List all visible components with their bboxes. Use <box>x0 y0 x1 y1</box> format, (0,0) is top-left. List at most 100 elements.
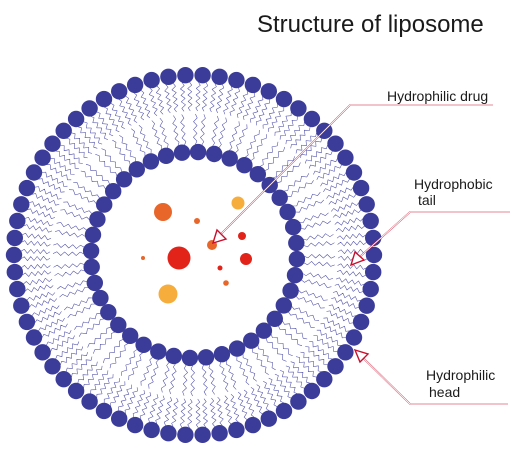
tail-inner <box>161 362 170 393</box>
head-outer <box>34 149 51 166</box>
head-outer <box>228 421 245 439</box>
tail-inner <box>250 134 267 161</box>
head-outer <box>244 76 262 94</box>
head-inner <box>89 211 106 228</box>
tail-outer <box>187 81 193 112</box>
tail-outer <box>21 240 51 247</box>
tail-outer <box>274 373 292 399</box>
tail-inner <box>193 113 198 146</box>
head-inner <box>110 316 127 334</box>
head-inner <box>83 258 100 276</box>
tail-outer <box>316 329 342 346</box>
tail-outer <box>201 82 209 112</box>
head-outer <box>337 149 354 166</box>
tail-outer <box>132 389 145 418</box>
tail-inner <box>298 212 329 223</box>
tail-outer <box>24 217 54 227</box>
tail-outer <box>124 387 138 414</box>
tail-outer <box>22 270 52 277</box>
tail-inner <box>78 318 105 337</box>
head-outer <box>6 263 23 281</box>
head-inner <box>181 349 199 367</box>
label-hydrophilic-head-line2: head <box>429 384 460 400</box>
tail-outer <box>46 164 72 181</box>
hydrophobic-tail-layer <box>20 81 368 429</box>
callout-hydrophobic-tail: Hydrophobic tail <box>349 176 510 267</box>
tail-inner <box>292 192 321 207</box>
tail-outer <box>65 352 88 372</box>
tail-outer <box>41 171 68 187</box>
tail-outer <box>71 132 93 154</box>
tail-inner <box>252 348 269 375</box>
head-outer <box>345 164 363 181</box>
tail-outer <box>250 387 263 415</box>
head-outer <box>327 358 344 375</box>
tail-inner <box>283 173 310 192</box>
head-outer <box>55 122 72 139</box>
head-outer <box>160 425 177 442</box>
tail-outer <box>305 346 328 366</box>
tail-outer <box>77 126 98 149</box>
tail-outer <box>22 232 52 241</box>
tail-outer <box>163 396 173 426</box>
head-outer <box>13 297 30 314</box>
tail-inner <box>68 189 97 205</box>
drug-particle <box>231 196 245 210</box>
tail-inner <box>103 339 124 364</box>
tail-inner <box>182 364 188 396</box>
head-outer <box>18 313 36 331</box>
diagram-title: Structure of liposome <box>257 11 484 38</box>
tail-outer <box>38 318 65 332</box>
tail-outer <box>23 277 53 286</box>
head-outer <box>358 196 375 213</box>
tail-outer <box>29 201 57 213</box>
head-outer <box>290 393 307 410</box>
tail-outer <box>38 178 65 193</box>
tail-inner <box>60 209 90 221</box>
tail-outer <box>223 85 233 115</box>
tail-outer <box>23 224 53 233</box>
head-outer <box>244 416 262 434</box>
head-outer <box>44 135 61 152</box>
tail-inner <box>53 262 85 269</box>
tail-outer <box>31 193 60 206</box>
head-inner <box>157 147 175 164</box>
head-outer <box>362 212 379 230</box>
tail-inner <box>67 303 96 318</box>
tail-inner <box>242 353 257 382</box>
tail-outer <box>34 311 62 323</box>
tail-inner <box>138 124 152 154</box>
tail-inner <box>80 170 106 190</box>
arrow-head-drug <box>211 228 228 245</box>
tail-outer <box>330 202 360 212</box>
head-outer <box>81 100 98 117</box>
tail-inner <box>169 363 177 395</box>
tail-outer <box>148 87 158 117</box>
head-inner <box>275 297 292 314</box>
tail-outer <box>26 292 56 301</box>
head-outer <box>34 344 51 361</box>
head-outer <box>81 393 98 410</box>
tail-outer <box>337 263 367 270</box>
tail-outer <box>96 374 114 399</box>
tail-outer <box>268 377 284 404</box>
head-outer <box>5 246 23 264</box>
tail-outer <box>290 126 311 149</box>
tail-inner <box>208 363 216 395</box>
tail-outer <box>243 92 256 121</box>
head-inner <box>228 340 246 357</box>
tail-outer <box>71 356 93 378</box>
tail-outer <box>50 335 75 352</box>
tail-inner <box>288 311 315 328</box>
tail-inner <box>228 121 240 151</box>
head-inner <box>213 346 231 363</box>
head-outer <box>111 83 128 100</box>
tail-inner <box>59 287 90 298</box>
head-outer <box>352 179 370 197</box>
tail-outer <box>118 99 132 126</box>
head-inner <box>285 218 302 236</box>
head-outer <box>352 313 370 331</box>
drug-particle <box>194 218 200 224</box>
tail-outer <box>26 208 56 219</box>
tail-inner <box>291 305 320 321</box>
